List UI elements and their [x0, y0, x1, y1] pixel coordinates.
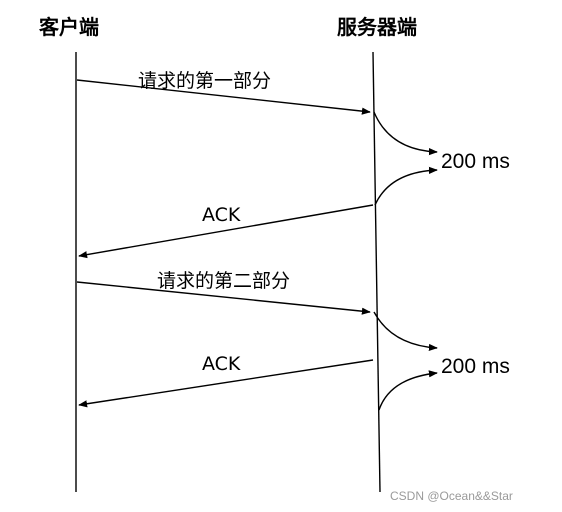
server-header: 服务器端 — [337, 15, 417, 39]
delay-label-1: 200 ms — [441, 150, 510, 173]
message-label-request-part-1: 请求的第一部分 — [138, 70, 271, 92]
message-arrow-ack-1 — [78, 204, 374, 259]
message-arrow-ack-2 — [78, 359, 374, 408]
message-label-request-part-2: 请求的第二部分 — [157, 270, 290, 292]
delay-arrow-1-back — [374, 166, 438, 206]
message-label-ack-1: ACK — [202, 204, 241, 226]
delay-arrow-1-out — [373, 111, 438, 156]
server-lifeline — [372, 51, 381, 493]
message-arrow-request-part-1 — [76, 79, 371, 115]
delay-arrow-2-back — [378, 370, 438, 411]
client-header: 客户端 — [38, 15, 99, 39]
message-arrow-request-part-2 — [76, 281, 371, 315]
delay-arrow-2-out — [373, 311, 438, 352]
delay-label-2: 200 ms — [441, 355, 510, 378]
message-label-ack-2: ACK — [202, 353, 241, 375]
watermark: CSDN @Ocean&&Star — [390, 489, 513, 503]
